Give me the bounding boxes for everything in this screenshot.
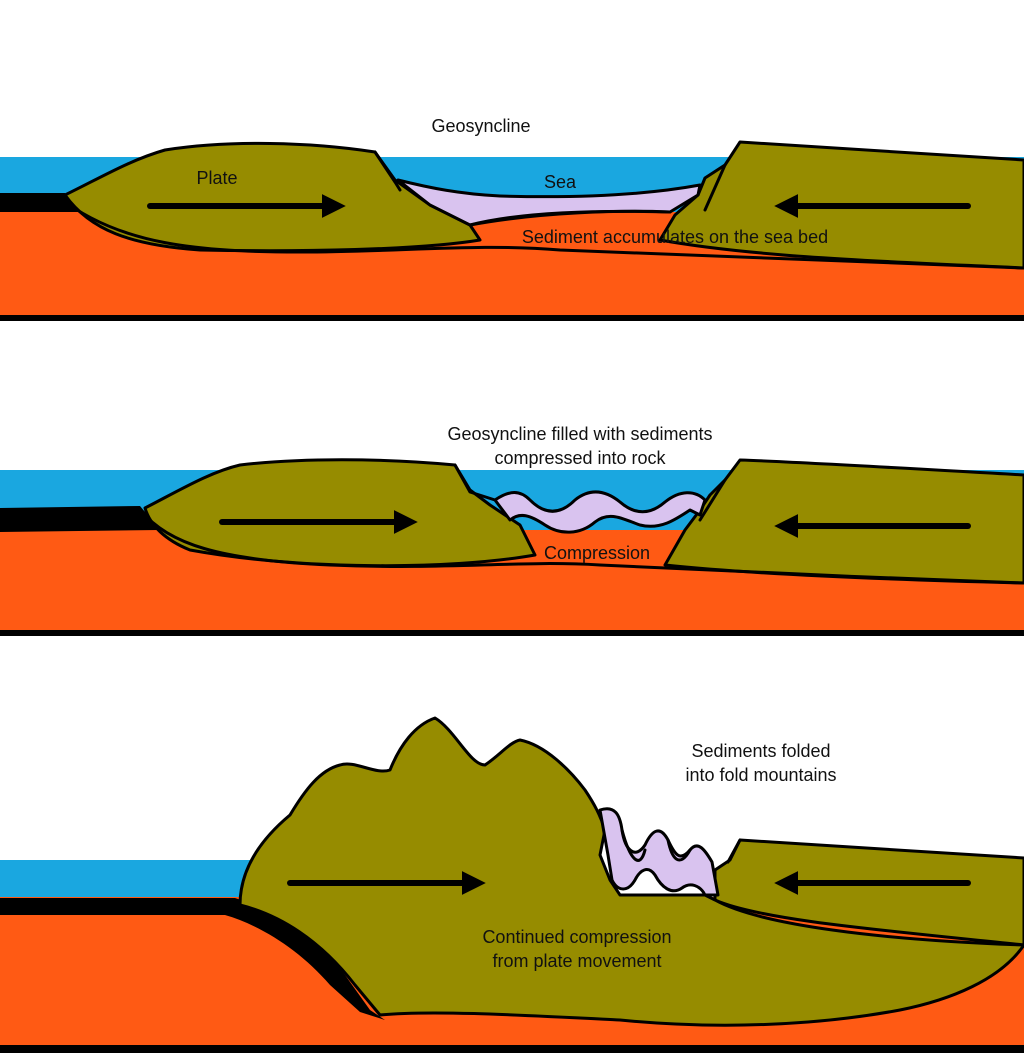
panel-3-right-fault — [726, 838, 742, 864]
panel-3-folded-line-1: Sediments folded — [691, 741, 830, 761]
panel-3-fold-line-1 — [620, 828, 647, 862]
panel-2-compression-label: Compression — [544, 543, 650, 563]
panel-1-sediment-label: Sediment accumulates on the sea bed — [522, 227, 828, 247]
panel-divider-bottom — [0, 1045, 1024, 1053]
panel-3-folded-line-2: into fold mountains — [685, 765, 836, 785]
panel-2-oceanic-plate — [0, 506, 160, 532]
panel-2-title-line-1: Geosyncline filled with sediments — [447, 424, 712, 444]
panel-3-continued-line-1: Continued compression — [482, 927, 671, 947]
panel-1-basin-floor — [468, 209, 672, 227]
panel-1-left-plate — [63, 141, 482, 253]
panel-2-folded-sediment — [493, 490, 707, 534]
panel-divider-1 — [0, 315, 1024, 321]
panel-2-right-fault — [698, 478, 727, 522]
panel-3-fold-line-2 — [666, 838, 692, 862]
panel-3-sea — [0, 860, 260, 902]
panel-2-left-plate — [143, 458, 537, 568]
panel-2-left-fault — [453, 463, 497, 502]
panel-1-left-fault — [373, 150, 402, 192]
panel-3-folded-sediment — [598, 807, 720, 897]
panel-3-mountain-range — [238, 716, 1024, 1027]
panel-2-compression: Geosyncline filled with sediments compre… — [0, 424, 1024, 630]
panel-1-plate-label: Plate — [196, 168, 237, 188]
panel-3-fold-mountains: Sediments folded into fold mountains Con… — [0, 716, 1024, 1045]
panel-1-sea-label: Sea — [544, 172, 577, 192]
panel-2-seabed — [138, 508, 1024, 585]
panel-1-seabed — [58, 196, 1024, 270]
panel-1-geosyncline: Geosyncline Plate Sea Sediment accumulat… — [0, 116, 1024, 315]
panel-1-geosyncline-label: Geosyncline — [431, 116, 530, 136]
panel-divider-2 — [0, 630, 1024, 636]
panel-1-right-fault — [703, 163, 727, 212]
panel-2-title-line-2: compressed into rock — [494, 448, 666, 468]
panel-3-subducting-plate — [0, 898, 385, 1020]
panel-3-continued-line-2: from plate movement — [492, 951, 661, 971]
